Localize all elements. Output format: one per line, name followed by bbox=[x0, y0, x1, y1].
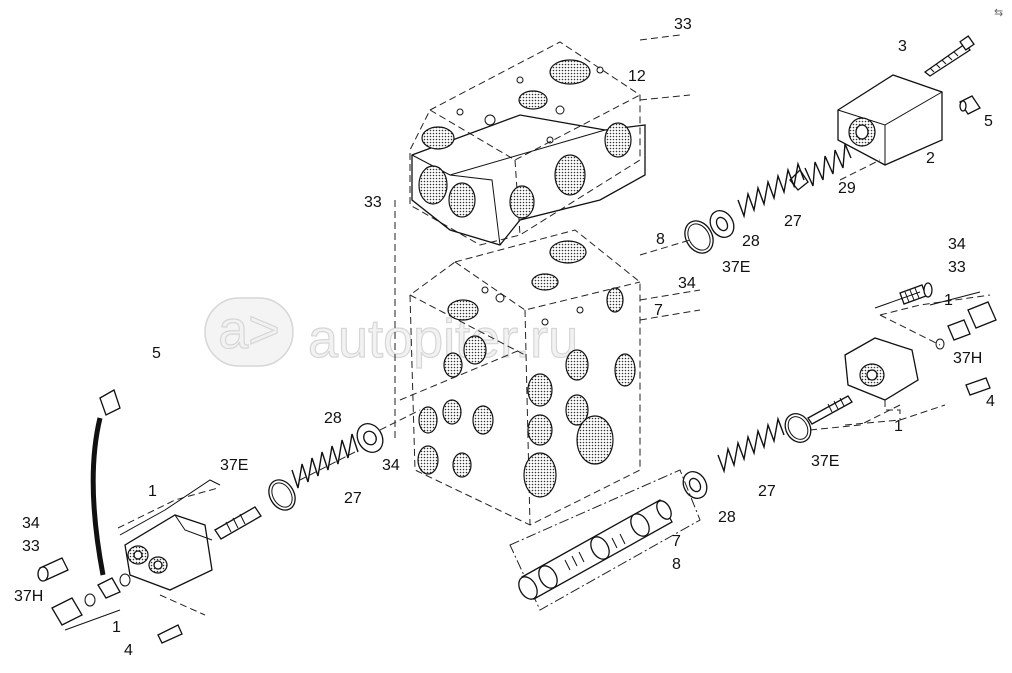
callout-37e-left: 37E bbox=[220, 457, 248, 474]
assembly-guides bbox=[64, 34, 981, 631]
spring-27-left bbox=[291, 433, 359, 489]
callout-1-right: 1 bbox=[894, 418, 903, 435]
callout-28-upper: 28 bbox=[742, 233, 760, 250]
callout-33-left-bot: 33 bbox=[22, 538, 40, 555]
callout-5-top: 5 bbox=[984, 113, 993, 130]
callout-2: 2 bbox=[926, 150, 935, 167]
plug-37h-right bbox=[935, 301, 997, 350]
oring-37e-right bbox=[784, 413, 812, 443]
callout-37e-upper: 37E bbox=[722, 259, 750, 276]
callout-37e-right: 37E bbox=[811, 453, 839, 470]
spool-left bbox=[214, 506, 262, 540]
callout-27-right: 27 bbox=[758, 483, 776, 500]
right-cap-1 bbox=[844, 337, 946, 426]
washer-28-upper bbox=[709, 210, 735, 238]
lower-valve-section bbox=[409, 229, 641, 526]
bolt-3 bbox=[923, 35, 975, 77]
watermark: a> autopiter.ru bbox=[204, 297, 579, 370]
left-cap-1 bbox=[124, 514, 213, 591]
callout-37h-right: 37H bbox=[953, 350, 982, 367]
callout-34-left: 34 bbox=[22, 515, 40, 532]
oring-37e-left bbox=[268, 479, 296, 511]
end-cap-2 bbox=[837, 74, 943, 166]
callout-7-mid: 7 bbox=[654, 302, 663, 319]
callout-27-left: 27 bbox=[344, 490, 362, 507]
washer-28-right bbox=[682, 471, 708, 499]
spool-7 bbox=[509, 469, 701, 611]
corner-mark: ⇆ bbox=[994, 6, 1003, 19]
callout-1-right-top: 1 bbox=[944, 292, 953, 309]
callout-1-left-top: 1 bbox=[148, 483, 157, 500]
fitting-5-left bbox=[90, 389, 121, 576]
callout-28-right: 28 bbox=[718, 509, 736, 526]
upper-valve-section bbox=[409, 41, 646, 246]
screw-4-left bbox=[157, 624, 183, 644]
callout-28-left: 28 bbox=[324, 410, 342, 427]
callout-33-left: 33 bbox=[364, 194, 382, 211]
spring-27-upper bbox=[737, 161, 805, 219]
oring-37e-upper bbox=[684, 220, 714, 254]
washer-28-left bbox=[356, 423, 384, 453]
spool-right bbox=[807, 395, 853, 425]
callout-5-left: 5 bbox=[152, 345, 161, 362]
callout-7-bottom: 7 bbox=[672, 533, 681, 550]
callout-33-top: 33 bbox=[674, 16, 692, 33]
callout-37h-left: 37H bbox=[14, 588, 43, 605]
callout-33-right: 33 bbox=[948, 259, 966, 276]
callouts: 33 12 3 5 2 29 33 27 8 28 37E 34 33 34 7… bbox=[14, 16, 995, 659]
callout-34-right: 34 bbox=[948, 236, 966, 253]
callout-8-bottom: 8 bbox=[672, 556, 681, 573]
watermark-text: autopiter.ru bbox=[308, 309, 578, 369]
callout-3: 3 bbox=[898, 38, 907, 55]
callout-34-left-mid: 34 bbox=[382, 457, 400, 474]
callout-12: 12 bbox=[628, 68, 646, 85]
screw-4-right bbox=[965, 377, 991, 396]
plug-37h-left bbox=[51, 573, 131, 626]
callout-29: 29 bbox=[838, 180, 856, 197]
watermark-logo: a> bbox=[218, 300, 280, 360]
fitting-5-upper bbox=[959, 95, 981, 115]
callout-27-upper: 27 bbox=[784, 213, 802, 230]
callout-4-right: 4 bbox=[986, 393, 995, 410]
callout-34-mid: 34 bbox=[678, 275, 696, 292]
callout-1-left-bot: 1 bbox=[112, 619, 121, 636]
spring-27-right bbox=[717, 416, 785, 474]
callout-8-upper: 8 bbox=[656, 231, 665, 248]
fitting-34-33-left bbox=[37, 557, 69, 582]
callout-4-left: 4 bbox=[124, 642, 133, 659]
